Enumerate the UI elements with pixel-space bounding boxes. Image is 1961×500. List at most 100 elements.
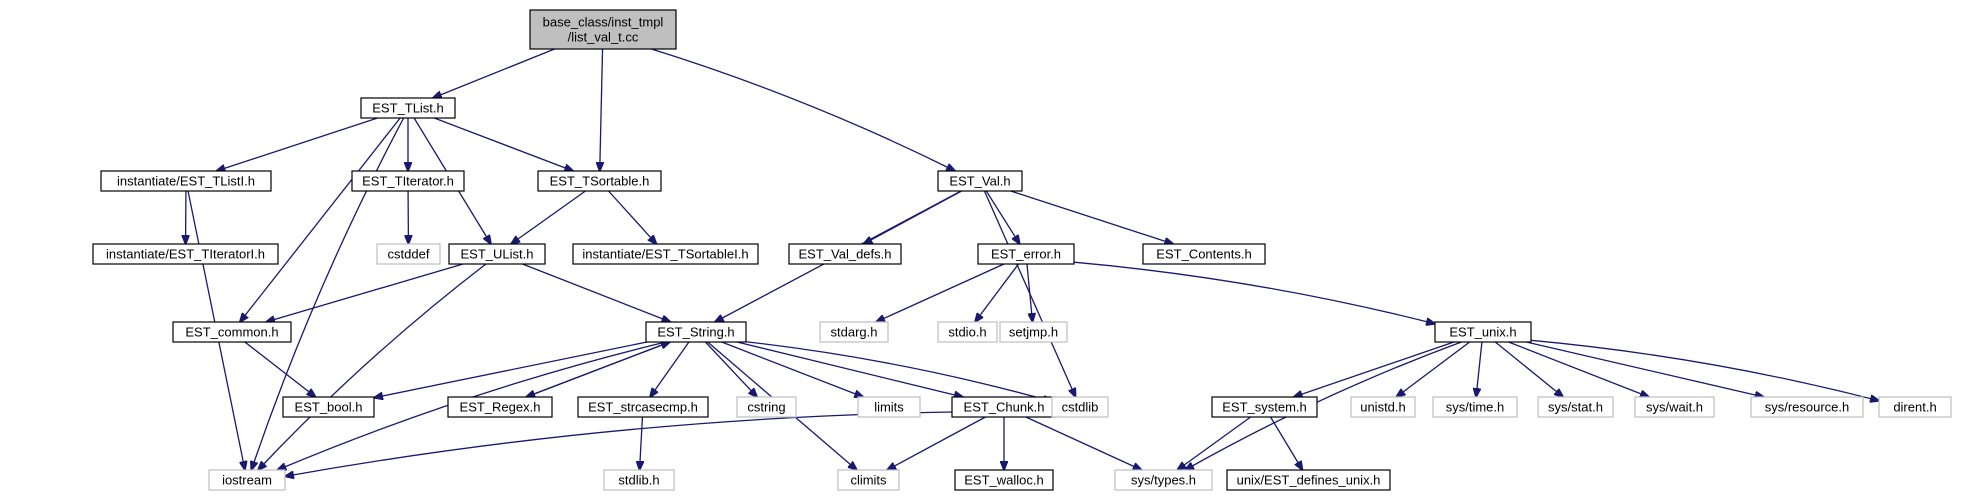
node-error[interactable]: EST_error.h bbox=[977, 243, 1075, 265]
node-label: EST_TIterator.h bbox=[362, 174, 454, 189]
node-box bbox=[351, 170, 465, 192]
node-box bbox=[1211, 396, 1318, 418]
node-label: EST_common.h bbox=[185, 325, 278, 340]
node-box bbox=[448, 243, 546, 265]
node-label: EST_unix.h bbox=[1449, 325, 1516, 340]
node-box bbox=[208, 469, 286, 491]
node-cstring: cstring bbox=[736, 396, 797, 418]
edge-string-to-chunk bbox=[736, 341, 963, 397]
node-strcasecmp[interactable]: EST_strcasecmp.h bbox=[577, 396, 709, 418]
node-box bbox=[1750, 396, 1864, 418]
node-systime: sys/time.h bbox=[1432, 396, 1518, 418]
edge-tsortable-to-ulist bbox=[511, 190, 586, 244]
edge-root-to-tlist bbox=[433, 48, 555, 98]
node-val_defs[interactable]: EST_Val_defs.h bbox=[788, 243, 902, 265]
node-label: EST_system.h bbox=[1222, 400, 1307, 415]
node-box bbox=[645, 321, 747, 343]
node-label: /list_val_t.cc bbox=[568, 30, 639, 45]
node-box bbox=[1434, 321, 1532, 343]
edge-unix-to-sysresource bbox=[1526, 341, 1764, 397]
node-sysstat: sys/stat.h bbox=[1537, 396, 1614, 418]
edge-unix-to-systime bbox=[1476, 341, 1483, 397]
node-box bbox=[360, 97, 456, 119]
node-ulist[interactable]: EST_UList.h bbox=[448, 243, 546, 265]
node-label: stdlib.h bbox=[618, 473, 659, 488]
node-label: stdarg.h bbox=[831, 325, 878, 340]
edge-string-to-cstring bbox=[704, 341, 757, 397]
node-label: EST_bool.h bbox=[295, 400, 363, 415]
node-box bbox=[1878, 396, 1952, 418]
node-label: EST_String.h bbox=[657, 325, 734, 340]
node-label: instantiate/EST_TIteratorI.h bbox=[106, 247, 265, 262]
node-label: iostream bbox=[222, 473, 272, 488]
node-label: dirent.h bbox=[1893, 400, 1936, 415]
node-label: limits bbox=[874, 400, 904, 415]
node-val[interactable]: EST_Val.h bbox=[937, 170, 1023, 192]
node-defines_unix[interactable]: unix/EST_defines_unix.h bbox=[1226, 469, 1391, 491]
edge-error-to-stdio bbox=[975, 263, 1020, 322]
node-regex[interactable]: EST_Regex.h bbox=[447, 396, 553, 418]
node-label: sys/types.h bbox=[1131, 473, 1196, 488]
node-stdarg: stdarg.h bbox=[819, 321, 889, 343]
node-bool[interactable]: EST_bool.h bbox=[282, 396, 375, 418]
edge-chunk-to-systypes bbox=[1025, 416, 1142, 470]
node-label: instantiate/EST_TSortableI.h bbox=[582, 247, 748, 262]
node-inst_tlisti[interactable]: instantiate/EST_TListI.h bbox=[100, 170, 272, 192]
edge-tsortable-to-inst_tsortablei bbox=[608, 190, 657, 244]
node-label: sys/wait.h bbox=[1646, 400, 1703, 415]
node-inst_tsortablei[interactable]: instantiate/EST_TSortableI.h bbox=[572, 243, 759, 265]
node-walloc[interactable]: EST_walloc.h bbox=[954, 469, 1054, 491]
node-string[interactable]: EST_String.h bbox=[645, 321, 747, 343]
node-label: EST_walloc.h bbox=[964, 473, 1043, 488]
node-box bbox=[1537, 396, 1614, 418]
node-system[interactable]: EST_system.h bbox=[1211, 396, 1318, 418]
edge-chunk-to-iostream bbox=[285, 411, 953, 476]
node-box bbox=[999, 321, 1068, 343]
node-tlist[interactable]: EST_TList.h bbox=[360, 97, 456, 119]
node-label: setjmp.h bbox=[1009, 325, 1058, 340]
node-stdio: stdio.h bbox=[937, 321, 998, 343]
node-box bbox=[788, 243, 902, 265]
node-cstdlib: cstdlib bbox=[1051, 396, 1109, 418]
node-root[interactable]: base_class/inst_tmpl/list_val_t.cc bbox=[529, 9, 677, 50]
node-box bbox=[1350, 396, 1416, 418]
node-box bbox=[837, 469, 900, 491]
node-label: instantiate/EST_TListI.h bbox=[117, 174, 255, 189]
node-contents[interactable]: EST_Contents.h bbox=[1142, 243, 1266, 265]
edge-chunk-to-climits bbox=[887, 416, 986, 470]
edge-unix-to-sysstat bbox=[1494, 341, 1563, 397]
node-box bbox=[1432, 396, 1518, 418]
node-label: EST_strcasecmp.h bbox=[588, 400, 698, 415]
node-unix[interactable]: EST_unix.h bbox=[1434, 321, 1532, 343]
node-unistd: unistd.h bbox=[1350, 396, 1416, 418]
node-box bbox=[1634, 396, 1715, 418]
node-box bbox=[376, 243, 441, 265]
node-label: sys/resource.h bbox=[1765, 400, 1850, 415]
edges-layer bbox=[186, 48, 1879, 476]
edge-unix-to-systypes bbox=[1185, 341, 1462, 470]
node-sysresource: sys/resource.h bbox=[1750, 396, 1864, 418]
edge-regex-to-string bbox=[525, 342, 670, 398]
node-iostream: iostream bbox=[208, 469, 286, 491]
node-label: EST_TSortable.h bbox=[550, 174, 650, 189]
edge-tlist-to-tsortable bbox=[434, 117, 573, 171]
edge-unix-to-syswait bbox=[1508, 341, 1649, 397]
edge-common-to-bool bbox=[244, 341, 316, 397]
node-box bbox=[282, 396, 375, 418]
node-inst_titeratori[interactable]: instantiate/EST_TIteratorI.h bbox=[92, 243, 279, 265]
edge-string-to-bool bbox=[374, 341, 648, 398]
node-common[interactable]: EST_common.h bbox=[172, 321, 292, 343]
node-titerator[interactable]: EST_TIterator.h bbox=[351, 170, 465, 192]
node-chunk[interactable]: EST_Chunk.h bbox=[951, 396, 1057, 418]
node-label: EST_Chunk.h bbox=[964, 400, 1045, 415]
node-box bbox=[1051, 396, 1109, 418]
edge-string-to-strcasecmp bbox=[650, 341, 690, 397]
node-label: EST_Contents.h bbox=[1156, 247, 1251, 262]
node-tsortable[interactable]: EST_TSortable.h bbox=[537, 170, 662, 192]
node-label: sys/time.h bbox=[1446, 400, 1505, 415]
node-box bbox=[92, 243, 279, 265]
node-label: EST_Val_defs.h bbox=[799, 247, 892, 262]
node-label: EST_Regex.h bbox=[460, 400, 541, 415]
node-box bbox=[100, 170, 272, 192]
